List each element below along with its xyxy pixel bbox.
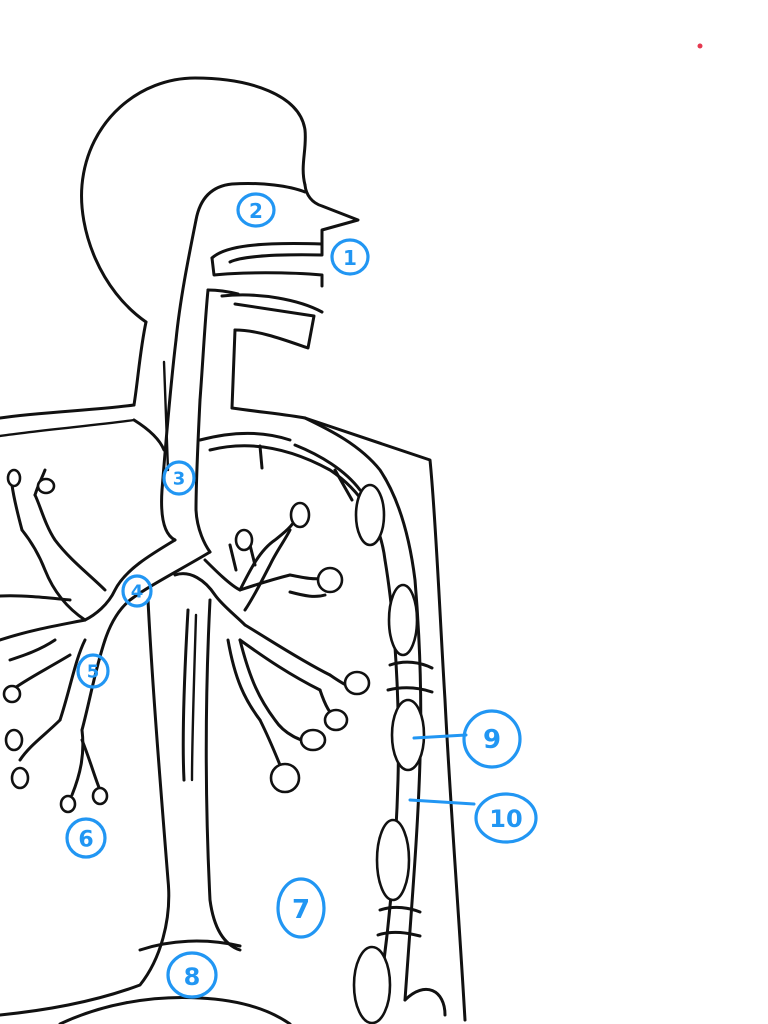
rib-cage [258, 416, 467, 1024]
svg-text:7: 7 [292, 895, 310, 925]
label-3: 3 [162, 460, 196, 496]
diaphragm [58, 939, 292, 1024]
svg-text:4: 4 [131, 582, 144, 603]
label-9: 9 [412, 709, 522, 769]
stray-dot [697, 43, 703, 49]
label-8: 8 [166, 951, 218, 999]
svg-text:5: 5 [87, 662, 100, 683]
label-6: 6 [65, 817, 107, 859]
label-2: 2 [236, 192, 276, 228]
svg-text:1: 1 [343, 246, 357, 270]
label-4: 4 [121, 574, 153, 608]
svg-text:8: 8 [184, 963, 201, 991]
right-lung-bronchial-tree [173, 431, 400, 992]
label-5: 5 [76, 653, 110, 689]
label-10: 10 [408, 792, 538, 844]
svg-text:10: 10 [489, 805, 522, 833]
svg-text:6: 6 [78, 828, 93, 853]
svg-text:3: 3 [173, 469, 186, 490]
nasal-oral-cavity [174, 182, 324, 410]
svg-text:9: 9 [483, 725, 501, 755]
label-7: 7 [276, 877, 326, 939]
left-lung-bronchial-tree [0, 418, 212, 1017]
svg-text:2: 2 [249, 199, 263, 223]
label-1: 1 [330, 238, 370, 276]
head-outline [0, 76, 360, 438]
